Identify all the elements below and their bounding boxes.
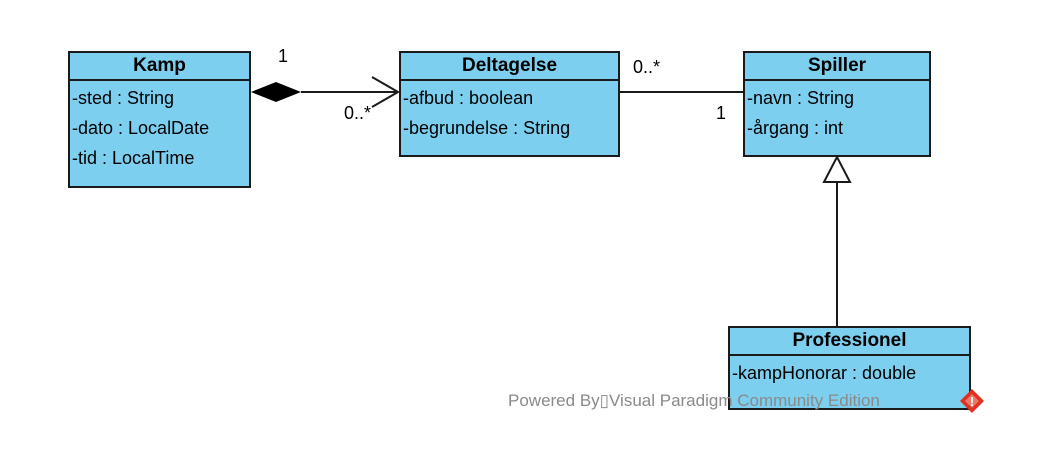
attribute: -begrundelse : String [403,118,571,138]
class-kamp[interactable]: Kamp -sted : String -dato : LocalDate -t… [68,51,251,188]
attribute-compartment: -sted : String -dato : LocalDate -tid : … [70,81,249,175]
attribute-compartment: -afbud : boolean -begrundelse : String [401,81,618,145]
visual-paradigm-logo-icon: ! [960,389,984,413]
multiplicity-deltagelse-side: 0..* [633,57,661,77]
attribute: -dato : LocalDate [72,118,210,138]
attribute: -årgang : int [747,118,844,138]
attribute: -kampHonorar : double [732,363,917,383]
multiplicity-kamp-end: 1 [278,46,289,66]
attribute-compartment: -navn : String -årgang : int [745,81,929,145]
navigability-arrowhead [371,76,401,108]
generalization-triangle [822,154,852,183]
class-professionel[interactable]: Professionel -kampHonorar : double [728,326,971,410]
attribute: -navn : String [747,88,855,108]
multiplicity-deltagelse-end: 0..* [344,103,372,123]
attribute-compartment: -kampHonorar : double [730,356,969,390]
attribute: -afbud : boolean [403,88,534,108]
class-name: Professionel [730,328,969,356]
attribute: -sted : String [72,88,175,108]
class-name: Spiller [745,53,929,81]
class-spiller[interactable]: Spiller -navn : String -årgang : int [743,51,931,157]
multiplicity-spiller-end: 1 [716,103,727,123]
class-name: Deltagelse [401,53,618,81]
watermark-text: Powered By▯Visual Paradigm Community Edi… [508,391,880,410]
class-deltagelse[interactable]: Deltagelse -afbud : boolean -begrundelse… [399,51,620,157]
svg-text:!: ! [970,394,974,409]
composition-diamond [251,82,301,102]
class-name: Kamp [70,53,249,81]
attribute: -tid : LocalTime [72,148,195,168]
